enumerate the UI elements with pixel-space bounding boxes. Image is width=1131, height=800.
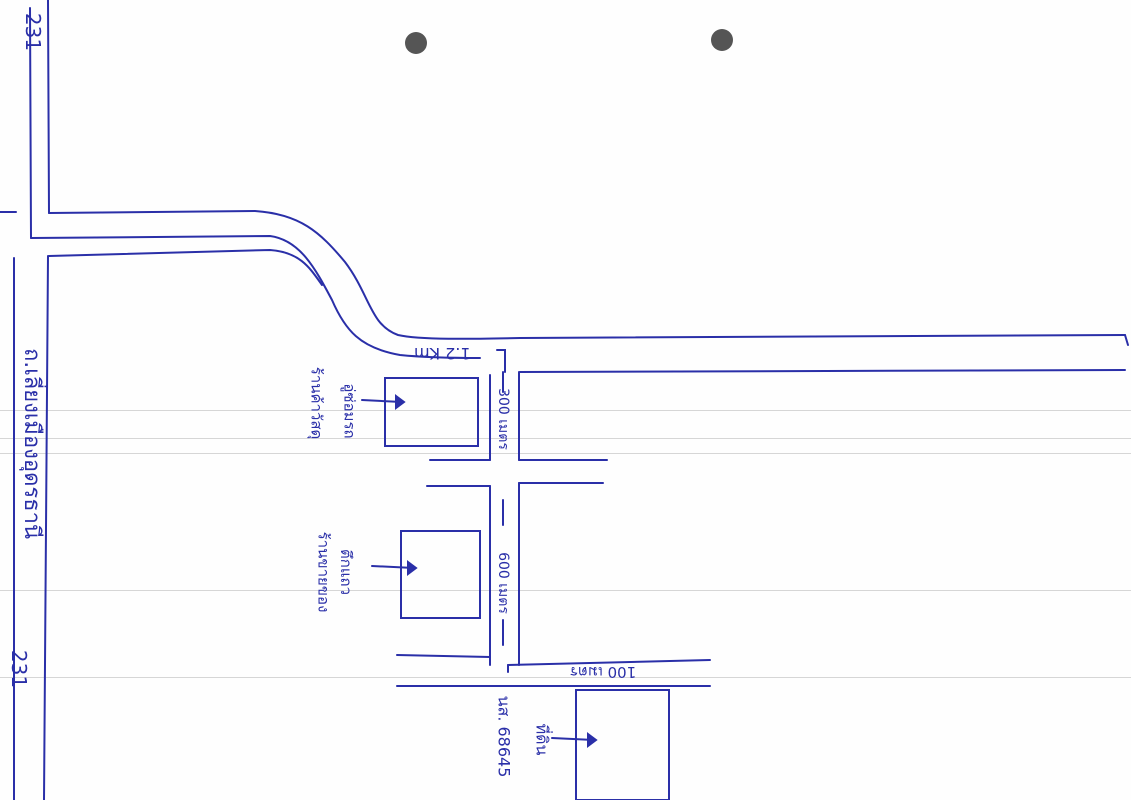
deed-label: นส. 68645 (494, 695, 514, 778)
place-2-label: ตึกแถว (337, 549, 355, 595)
target-parcel (575, 689, 670, 800)
connector-road-lower-edge (30, 234, 481, 359)
place-1-label: อู่ซ่อมรถ (340, 383, 359, 439)
binder-hole-left (405, 32, 427, 54)
arrow-head-2 (407, 560, 418, 576)
paper-rule (0, 677, 1131, 678)
target-label: ที่ดิน (532, 723, 552, 756)
lower-road-edge (48, 248, 323, 286)
arrow-head-1 (395, 394, 406, 410)
connector-road-end (1124, 334, 1129, 346)
paper-rule (0, 590, 1131, 591)
building-2 (400, 530, 481, 619)
highway-number-top: 231 (21, 12, 46, 52)
binder-hole-right (711, 29, 733, 51)
place-2-label-line2: ร้านขายของ (314, 531, 333, 613)
distance-label-600m: 600 เมตร (494, 552, 511, 614)
connector-road-upper-edge (48, 209, 1126, 340)
soi-bottom-left (396, 654, 491, 658)
place-1-label-line2: ร้านค้าวัสดุ (307, 366, 326, 440)
distance-label-100m: 100 เมตร (570, 663, 637, 681)
highway-231-left-edge (29, 7, 32, 239)
paper-rule (0, 438, 1131, 439)
highway-number-bottom: 231 (7, 649, 32, 689)
highway-231-right-edge-lower (43, 255, 49, 800)
distance-label-1.2km: 1.2 Km (414, 344, 471, 363)
highway-231-right-edge (47, 0, 50, 214)
highway-road-name: ถ.เลี่ยงเมืองอุดรธานี (19, 347, 45, 540)
soi-bottom-right (507, 659, 711, 666)
distance-label-300m: 300 เมตร (494, 388, 511, 450)
paper-rule (0, 453, 1131, 454)
building-1 (384, 377, 479, 447)
arrow-head-3 (587, 732, 598, 748)
main-road-top-edge (519, 369, 1126, 373)
distance-marker-1.2km (496, 349, 506, 373)
paper-rule (0, 410, 1131, 411)
